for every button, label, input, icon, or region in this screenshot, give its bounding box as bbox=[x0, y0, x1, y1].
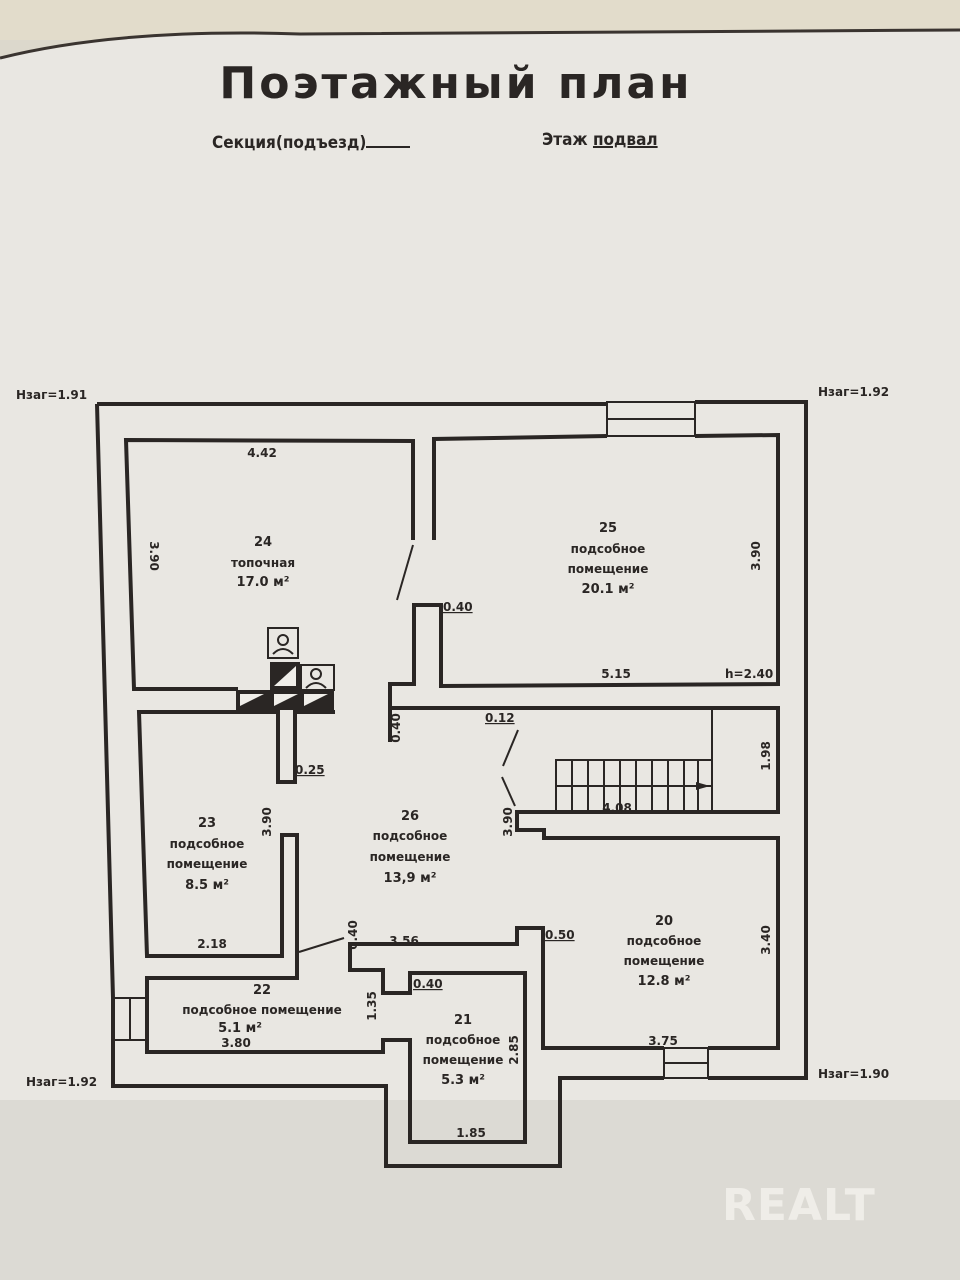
stair-length-dim: 4.08 bbox=[602, 801, 632, 815]
section-field: Секция(подъезд) bbox=[212, 130, 411, 153]
room-26-label: 26 подсобное помещение 13,9 м² 3.56 3.90 bbox=[370, 807, 515, 948]
room-number: 20 bbox=[655, 914, 673, 929]
room-name-line2: помещение bbox=[423, 1053, 504, 1067]
height-mark-bottom-left: Нзаг=1.92 bbox=[26, 1075, 97, 1089]
room-name-line1: подсобное bbox=[571, 542, 646, 556]
wall-dim-040-a: 0.40 bbox=[443, 600, 473, 614]
floor-value: подвал bbox=[592, 130, 658, 150]
height-mark-top-left: Нзаг=1.91 bbox=[16, 388, 87, 402]
room-number: 23 bbox=[198, 816, 216, 831]
room-name-line2: помещение bbox=[624, 954, 705, 968]
door-stair-2 bbox=[501, 776, 516, 807]
room-22-label: 22 подсобное помещение 5.1 м² 3.80 1.35 bbox=[182, 983, 379, 1050]
dim-width: 3.56 bbox=[389, 934, 419, 948]
wall-dim-050: 0.50 bbox=[545, 928, 575, 942]
dim-height: 3.90 bbox=[501, 807, 515, 837]
dim-width: 3.75 bbox=[648, 1034, 678, 1048]
dim-height: 2.85 bbox=[507, 1035, 521, 1065]
room-name-line2: помещение bbox=[568, 562, 649, 576]
room-name-line1: подсобное bbox=[426, 1033, 501, 1047]
dim-height: 3.40 bbox=[759, 925, 773, 955]
window-top bbox=[606, 401, 696, 437]
dim-height: 3.90 bbox=[260, 807, 274, 837]
dim-width: 2.18 bbox=[197, 937, 227, 951]
window-bottom bbox=[663, 1047, 709, 1079]
height-mark-bottom-right: Нзаг=1.90 bbox=[818, 1067, 889, 1081]
room-name-line1: подсобное bbox=[627, 934, 702, 948]
room-number: 22 bbox=[253, 983, 271, 998]
room-20-label: 20 подсобное помещение 12.8 м² 3.75 3.40 bbox=[624, 914, 773, 1048]
wall-dim-040-c: 0.40 bbox=[346, 920, 360, 950]
room-area: 12.8 м² bbox=[638, 974, 691, 989]
room-number: 21 bbox=[454, 1013, 472, 1028]
room-number: 26 bbox=[401, 809, 419, 824]
room-number: 25 bbox=[599, 521, 617, 536]
dim-height: 1.35 bbox=[365, 991, 379, 1021]
door-stair bbox=[502, 729, 519, 767]
misc-dimensions: 4.08 1.98 0.40 0.40 0.40 0.40 0.25 0.12 … bbox=[295, 600, 773, 991]
dim-height: 3.90 bbox=[147, 541, 161, 571]
section-value bbox=[366, 130, 411, 148]
room-area: 8.5 м² bbox=[185, 878, 229, 893]
room-21-label: 21 подсобное помещение 5.3 м² 1.85 2.85 bbox=[423, 1013, 521, 1140]
room-name-line2: помещение bbox=[370, 850, 451, 864]
room-24-label: 24 топочная 17.0 м² 4.42 3.90 bbox=[147, 446, 295, 590]
room-area: 5.1 м² bbox=[218, 1021, 262, 1036]
ceiling-height: h=2.40 bbox=[725, 667, 773, 681]
realt-watermark-logo: REALT bbox=[722, 1180, 876, 1231]
dim-width: 3.80 bbox=[221, 1036, 251, 1050]
room-area: 17.0 м² bbox=[237, 575, 290, 590]
section-label: Секция(подъезд) bbox=[212, 133, 367, 153]
wall-dim-040-d: 0.40 bbox=[413, 977, 443, 991]
door-24 bbox=[396, 544, 414, 601]
room-25-label: 25 подсобное помещение 20.1 м² 5.15 3.90… bbox=[568, 521, 774, 681]
boiler-block bbox=[236, 627, 335, 710]
room-name: топочная bbox=[231, 556, 295, 570]
room-23-label: 23 подсобное помещение 8.5 м² 2.18 3.90 bbox=[167, 807, 274, 951]
room-name-line1: подсобное bbox=[373, 829, 448, 843]
dim-height: 3.90 bbox=[749, 541, 763, 571]
wall-dim-040-b: 0.40 bbox=[389, 713, 403, 743]
room-25-walls bbox=[388, 432, 780, 742]
floor-field: Этаж подвал bbox=[542, 130, 658, 150]
wall-dim-012: 0.12 bbox=[485, 711, 515, 725]
dim-width: 1.85 bbox=[456, 1126, 486, 1140]
page-title: Поэтажный план bbox=[219, 58, 693, 109]
room-area: 5.3 м² bbox=[441, 1073, 485, 1088]
staircase bbox=[555, 708, 713, 813]
room-area: 20.1 м² bbox=[582, 582, 635, 597]
room-number: 24 bbox=[254, 535, 272, 550]
floor-label: Этаж bbox=[542, 130, 588, 150]
dim-width: 4.42 bbox=[247, 446, 277, 460]
room-24-walls bbox=[123, 437, 415, 691]
door-22 bbox=[298, 937, 345, 953]
window-left bbox=[112, 997, 148, 1041]
stair-height-dim: 1.98 bbox=[759, 741, 773, 771]
room-name-line2: помещение bbox=[167, 857, 248, 871]
room-name-line1: подсобное bbox=[170, 837, 245, 851]
height-mark-top-right: Нзаг=1.92 bbox=[818, 385, 889, 399]
room-name: подсобное помещение bbox=[182, 1003, 342, 1017]
wall-dim-025: 0.25 bbox=[295, 763, 325, 777]
dim-width: 5.15 bbox=[601, 667, 631, 681]
room-area: 13,9 м² bbox=[384, 871, 437, 886]
room-26-top-wall bbox=[136, 706, 780, 1144]
